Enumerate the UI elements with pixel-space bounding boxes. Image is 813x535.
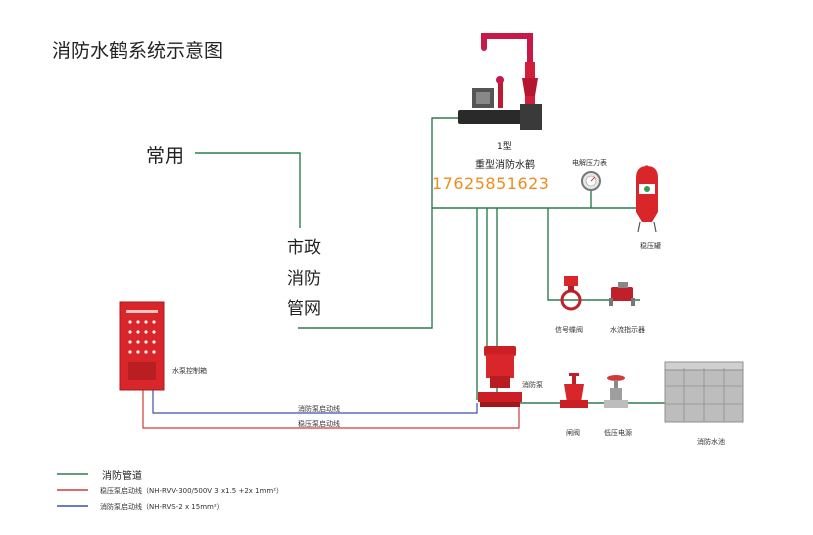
pressure-tank [636,165,658,233]
label-municipal-1: 市政 [287,238,321,258]
fire-pipes [195,117,665,404]
water-tank [664,361,744,423]
label-water-tank: 消防水池 [697,438,725,446]
fire-pump [478,346,522,407]
legend-stab-wire: 稳压泵启动线（NH-RVV-300/500V 3 x1.5 +2x 1mm²） [100,487,284,495]
pressure-gauge [581,171,601,191]
label-flow-indicator: 水流指示器 [610,326,645,334]
pipe-municipal [298,117,458,329]
legend-pump-wire: 消防泵启动线（NH-RVS-2 x 15mm²） [100,503,224,511]
label-phone: 17625851623 [432,174,550,193]
legend-pipe: 消防管道 [102,471,142,482]
page-title: 消防水鹤系统示意图 [52,40,224,62]
label-stab-start-line: 稳压泵启动线 [298,420,340,428]
label-pressure-tank: 稳压罐 [640,242,661,250]
water-crane [458,33,542,130]
flow-indicator [609,282,635,306]
label-gate-valve: 闸阀 [566,429,580,437]
label-municipal-3: 管网 [287,299,321,319]
label-fire-pump: 消防泵 [522,381,543,389]
label-control-cabinet: 水泵控制箱 [172,367,207,375]
label-signal-valve: 信号蝶阀 [555,326,583,334]
label-changyong: 常用 [146,145,185,167]
stab-start-wire [142,390,520,429]
label-pump-start-line: 消防泵启动线 [298,405,340,413]
control-cabinet [119,301,165,391]
gate-valve [560,373,588,408]
pump-start-wire [152,390,478,414]
label-crane-type: 1型 [497,142,512,152]
low-pressure-valve [604,375,628,408]
label-low-pressure: 低压电源 [604,429,632,437]
wires [142,390,520,429]
label-municipal-2: 消防 [287,269,321,289]
label-pressure-gauge: 电解压力表 [572,159,607,167]
pipe-changyong [195,152,301,228]
label-crane-name: 重型消防水鹤 [475,160,535,171]
signal-valve [560,276,582,311]
